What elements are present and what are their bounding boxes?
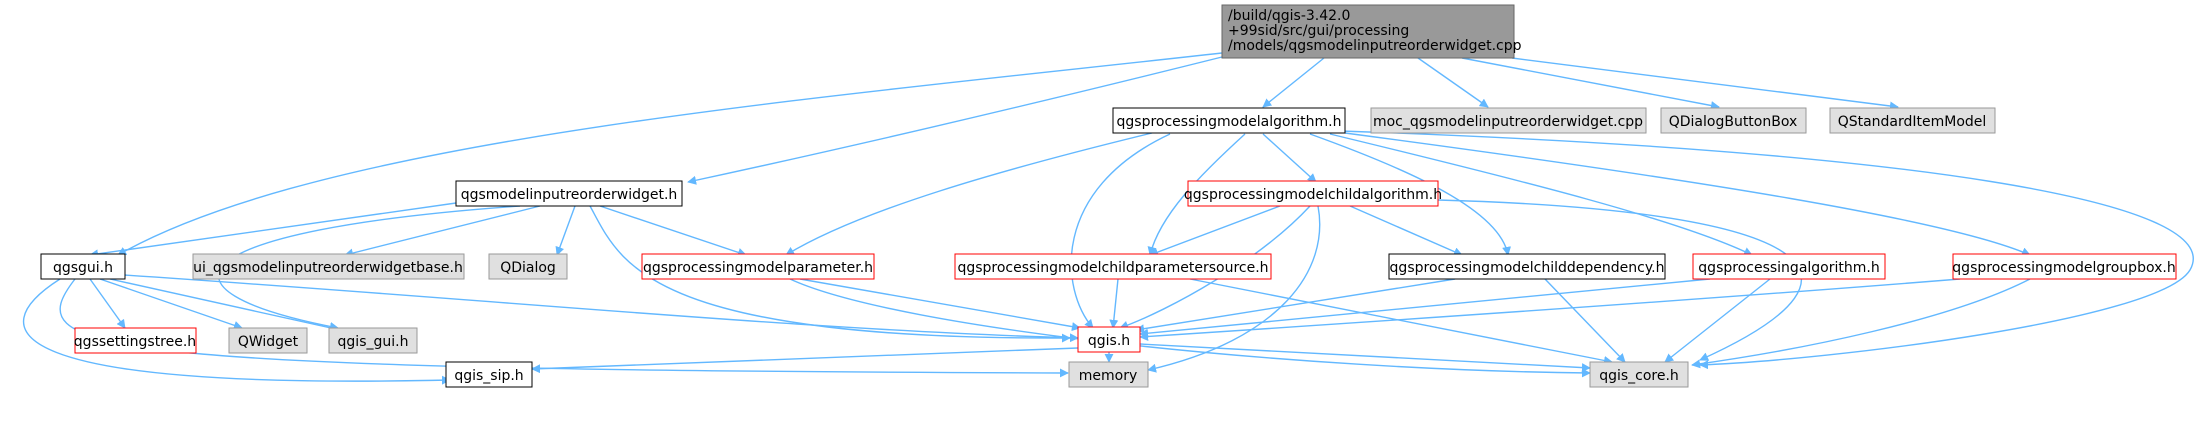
edge-qgsgui-to-memory (59, 278, 1069, 378)
edge-modelalgorithm-to-processingalgorithm (1329, 133, 1753, 256)
edge-reorderwidget-to-ui-base (344, 205, 541, 258)
node-qstandarditemmodel[interactable]: QStandardItemModel (1829, 107, 1996, 134)
qdialog-label: QDialog (500, 260, 556, 276)
edge-reorderwidget-to-qdialog (555, 205, 576, 256)
node-qgis-sip[interactable]: qgis_sip.h (445, 361, 533, 388)
node-modelparameter[interactable]: qgsprocessingmodelparameter.h (641, 253, 875, 280)
node-moc[interactable]: moc_qgsmodelinputreorderwidget.cpp (1370, 107, 1647, 134)
edge-reorderwidget-to-qgsgui (89, 202, 457, 259)
edge-childalgorithm-to-qgis-h (1119, 205, 1311, 330)
root-file-line2: +99sid/src/gui/processing (1228, 23, 1409, 39)
root-file-line1: /build/qgis-3.42.0 (1228, 8, 1350, 24)
qgis-core-label: qgis_core.h (1599, 368, 1679, 384)
edge-qgsgui-to-qwidget (99, 278, 243, 330)
childalgorithm-label: qgsprocessingmodelchildalgorithm.h (1184, 187, 1442, 203)
node-processingalgorithm[interactable]: qgsprocessingalgorithm.h (1692, 253, 1886, 280)
moc-label: moc_qgsmodelinputreorderwidget.cpp (1373, 114, 1643, 130)
qdialogbuttonbox-label: QDialogButtonBox (1669, 114, 1798, 130)
edge-modelparameter-to-qgis-h (799, 278, 1081, 332)
node-childalgorithm[interactable]: qgsprocessingmodelchildalgorithm.h (1184, 180, 1442, 207)
edge-modelalgorithm-to-childalgorithm (1262, 133, 1317, 183)
edge-modelalgorithm-to-groupbox (1344, 132, 2031, 256)
edge-processingalgorithm-to-qgis-core (1664, 278, 1771, 363)
edge-root-to-qdialogbuttonbox (1461, 57, 1720, 110)
node-qdialogbuttonbox[interactable]: QDialogButtonBox (1660, 107, 1807, 134)
childdependency-label: qgsprocessingmodelchilddependency.h (1390, 260, 1665, 276)
edge-groupbox-to-qgis-core (1691, 278, 2031, 369)
qwidget-label: QWidget (238, 334, 299, 350)
node-groupbox[interactable]: qgsprocessingmodelgroupbox.h (1952, 253, 2177, 280)
edge-childdependency-to-qgis-core (1544, 278, 1626, 363)
node-qwidget[interactable]: QWidget (228, 327, 308, 354)
edge-modelalgorithm-to-childdependency (1309, 133, 1511, 256)
root-file-line3: /models/qgsmodelinputreorderwidget.cpp (1228, 38, 1522, 54)
edge-childalgorithm-to-childparamsource (1149, 205, 1281, 257)
qstandarditemmodel-label: QStandardItemModel (1838, 114, 1987, 130)
edge-root-to-reorderwidget (687, 54, 1231, 185)
edge-processingalgorithm-to-qgis-h (1139, 278, 1711, 338)
settingstree-label: qgssettingstree.h (74, 334, 196, 350)
qgis-h-label: qgis.h (1088, 333, 1130, 349)
processingalgorithm-label: qgsprocessingalgorithm.h (1698, 260, 1879, 276)
node-settingstree[interactable]: qgssettingstree.h (74, 327, 197, 354)
edge-groupbox-to-qgis-h (1139, 278, 1961, 341)
edge-root-to-moc (1417, 57, 1489, 108)
modelalgorithm-label: qgsprocessingmodelalgorithm.h (1117, 114, 1342, 130)
dependency-nodes: /build/qgis-3.42.0 +99sid/src/gui/proces… (40, 4, 2177, 388)
edge-childparamsource-to-qgis-h (1109, 278, 1119, 329)
edge-qgis-h-to-qgis-core (1139, 343, 1591, 373)
qgis-gui-label: qgis_gui.h (338, 334, 409, 350)
edge-modelalgorithm-to-childparamsource (1147, 133, 1246, 256)
edge-modelalgorithm-to-modelparameter (785, 132, 1153, 256)
edge-childparamsource-to-qgis-core (1189, 278, 1613, 365)
edge-modelalgorithm-to-qgis-h (1070, 133, 1171, 329)
node-childparamsource[interactable]: qgsprocessingmodelchildparametersource.h (954, 253, 1272, 280)
edge-childalgorithm-to-memory (1147, 205, 1321, 373)
reorderwidget-h-label: qgsmodelinputreorderwidget.h (461, 187, 678, 203)
edge-root-to-qstandarditemmodel (1511, 57, 1899, 111)
edge-reorderwidget-to-qgis-h (589, 205, 1071, 343)
node-ui-base[interactable]: ui_qgsmodelinputreorderwidgetbase.h (192, 253, 465, 280)
node-qgis-h[interactable]: qgis.h (1077, 326, 1141, 353)
node-qdialog[interactable]: QDialog (488, 253, 568, 280)
edge-qgsgui-to-qgis-gui (109, 278, 341, 333)
edge-qgsgui-to-qgis-sip (22, 278, 451, 385)
qgsgui-label: qgsgui.h (53, 260, 113, 276)
edge-qgsgui-to-qgis-h (123, 274, 1079, 343)
ui-base-label: ui_qgsmodelinputreorderwidgetbase.h (193, 260, 463, 276)
edge-childdependency-to-qgis-h (1135, 278, 1456, 334)
edge-qgis-h-to-qgis-sip (531, 347, 1079, 374)
qgis-sip-label: qgis_sip.h (454, 368, 523, 384)
node-childdependency[interactable]: qgsprocessingmodelchilddependency.h (1388, 253, 1666, 280)
edge-root-to-modelalgorithm (1262, 57, 1325, 108)
edge-root-to-qgsgui (117, 52, 1223, 256)
edge-reorderwidget-to-modelparameter (599, 205, 747, 257)
node-qgsgui[interactable]: qgsgui.h (40, 253, 126, 280)
memory-label: memory (1079, 368, 1138, 384)
edge-modelalgorithm-to-qgis-core (1339, 130, 2194, 370)
node-reorderwidget-h[interactable]: qgsmodelinputreorderwidget.h (455, 180, 683, 207)
edge-childalgorithm-to-qgis-core (1437, 199, 1803, 361)
edge-childalgorithm-to-childdependency (1349, 205, 1463, 256)
node-qgis-gui[interactable]: qgis_gui.h (328, 327, 418, 354)
groupbox-label: qgsprocessingmodelgroupbox.h (1952, 260, 2175, 276)
edge-qgsgui-to-settingstree (89, 278, 126, 329)
node-memory[interactable]: memory (1068, 361, 1149, 388)
childparamsource-label: qgsprocessingmodelchildparametersource.h (957, 260, 1268, 276)
node-modelalgorithm[interactable]: qgsprocessingmodelalgorithm.h (1112, 107, 1346, 134)
node-qgis-core[interactable]: qgis_core.h (1589, 361, 1689, 388)
node-root-file[interactable]: /build/qgis-3.42.0 +99sid/src/gui/proces… (1221, 4, 1522, 59)
modelparameter-label: qgsprocessingmodelparameter.h (643, 260, 873, 276)
